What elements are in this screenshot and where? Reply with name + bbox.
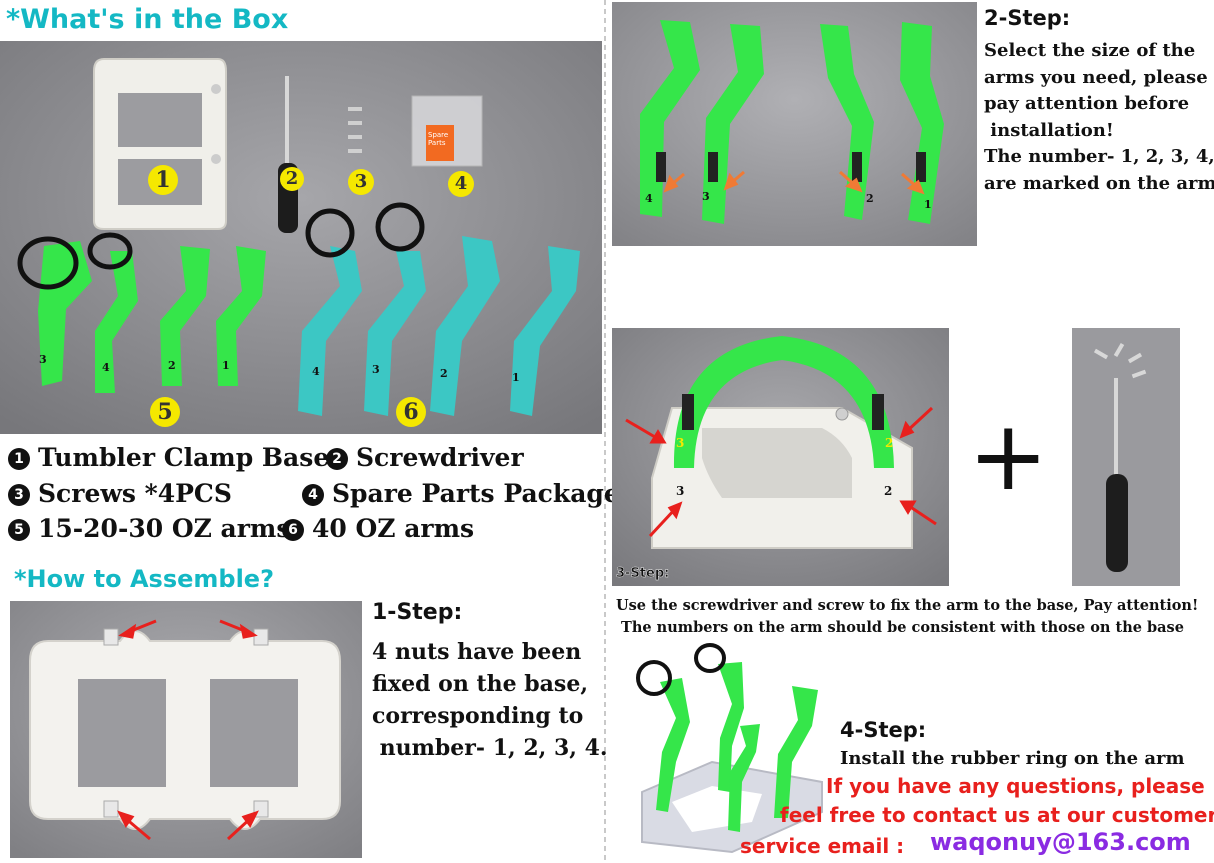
step3-arm-number: 3: [676, 436, 685, 450]
step2-line: installation!: [984, 119, 1114, 141]
step1-text: 4 nuts have been fixed on the base, corres…: [372, 636, 608, 764]
step1-line: number- 1, 2, 3, 4.: [372, 735, 608, 761]
bullet: 5: [8, 519, 30, 541]
box-heading: *What's in the Box: [6, 4, 289, 35]
step1-line: fixed on the base,: [372, 671, 588, 697]
green-arm-number: 2: [168, 359, 176, 372]
box-contents-photo: 1 2 3 4 5 6 Spare Parts 3 4 2 1 4 3 2 1: [0, 41, 602, 434]
bullet: 4: [302, 484, 324, 506]
teal-arm-number: 3: [372, 363, 380, 376]
step3-line: The numbers on the arm should be consist…: [616, 619, 1184, 636]
step4-illustration: [636, 643, 823, 854]
contact-line-3: service email :: [740, 834, 905, 858]
step2-line: The number- 1, 2, 3, 4,: [984, 146, 1214, 167]
screwdriver-illustration: [1072, 328, 1180, 586]
item-screws: Screws *4PCS: [38, 479, 232, 508]
bullet: 6: [282, 519, 304, 541]
step2-line: Select the size of the: [984, 40, 1196, 61]
contents-line-2b: 4 Spare Parts Package: [302, 479, 620, 508]
contents-line-1: 1 Tumbler Clamp Base: [8, 443, 329, 472]
step3-photo: 3 2 3 2 3-Step:: [612, 328, 949, 586]
step1-title: 1-Step:: [372, 600, 463, 625]
green-arm-number: 3: [39, 353, 47, 366]
item-large-arms: 40 OZ arms: [312, 514, 475, 543]
column-divider: [604, 0, 606, 863]
step2-arm-number: 1: [924, 198, 932, 211]
step3-tag: 3-Step:: [616, 566, 670, 581]
label-screws: 3: [348, 169, 374, 195]
label-small-arms: 5: [150, 397, 180, 427]
plus-sign: +: [968, 400, 1049, 512]
step3-arm-number: 2: [885, 436, 894, 450]
contents-line-3b: 6 40 OZ arms: [282, 514, 474, 543]
step2-photo: 4 3 2 1: [612, 2, 977, 246]
bullet: 3: [8, 484, 30, 506]
item-small-arms: 15-20-30 OZ arms: [38, 514, 291, 543]
label-screwdriver: 2: [280, 167, 304, 191]
spare-bag-label: Spare Parts: [428, 131, 449, 147]
green-arm-number: 4: [102, 361, 110, 374]
contents-line-3: 5 15-20-30 OZ arms: [8, 514, 290, 543]
screwdriver-photo: [1072, 328, 1180, 586]
step2-title: 2-Step:: [984, 6, 1071, 30]
step2-text: Select the size of the arms you need, ple…: [984, 38, 1214, 197]
label-large-arms: 6: [396, 397, 426, 427]
step2-arm-number: 4: [645, 192, 653, 205]
box-contents-illustration: [0, 41, 602, 434]
step4-text: Install the rubber ring on the arm: [840, 748, 1185, 769]
step4-title: 4-Step:: [840, 718, 927, 742]
label-spare: 4: [448, 171, 474, 197]
item-spare: Spare Parts Package: [332, 479, 620, 508]
step2-line: pay attention before: [984, 93, 1190, 114]
step2-line: are marked on the arm: [984, 172, 1214, 194]
item-screwdriver: Screwdriver: [356, 443, 524, 472]
green-arm-number: 1: [222, 359, 230, 372]
step2-line: arms you need, please: [984, 66, 1208, 88]
step1-line: 4 nuts have been: [372, 639, 582, 665]
step1-illustration: [10, 601, 362, 858]
contents-line-2: 3 Screws *4PCS: [8, 479, 232, 508]
step2-illustration: [612, 2, 977, 246]
contact-line-1: If you have any questions, please: [826, 774, 1205, 798]
label-base: 1: [148, 165, 178, 195]
step1-line: corresponding to: [372, 703, 584, 729]
bullet: 2: [326, 448, 348, 470]
step1-photo: [10, 601, 362, 858]
step3-text: Use the screwdriver and screw to fix the…: [616, 595, 1198, 639]
teal-arm-number: 2: [440, 367, 448, 380]
item-base: Tumbler Clamp Base: [38, 443, 330, 472]
step3-illustration: [612, 328, 949, 586]
bullet: 1: [8, 448, 30, 470]
contact-email: waqonuy@163.com: [930, 828, 1191, 856]
contact-line-2: feel free to contact us at our customer: [780, 803, 1214, 827]
step3-line: Use the screwdriver and screw to fix the…: [616, 597, 1199, 614]
step2-arm-number: 2: [866, 192, 874, 205]
teal-arm-number: 1: [512, 371, 520, 384]
step2-arm-number: 3: [702, 190, 710, 203]
step3-base-number: 3: [676, 484, 685, 498]
teal-arm-number: 4: [312, 365, 320, 378]
contents-line-1b: 2 Screwdriver: [326, 443, 524, 472]
step3-base-number: 2: [884, 484, 893, 498]
assemble-heading: *How to Assemble?: [14, 565, 275, 593]
